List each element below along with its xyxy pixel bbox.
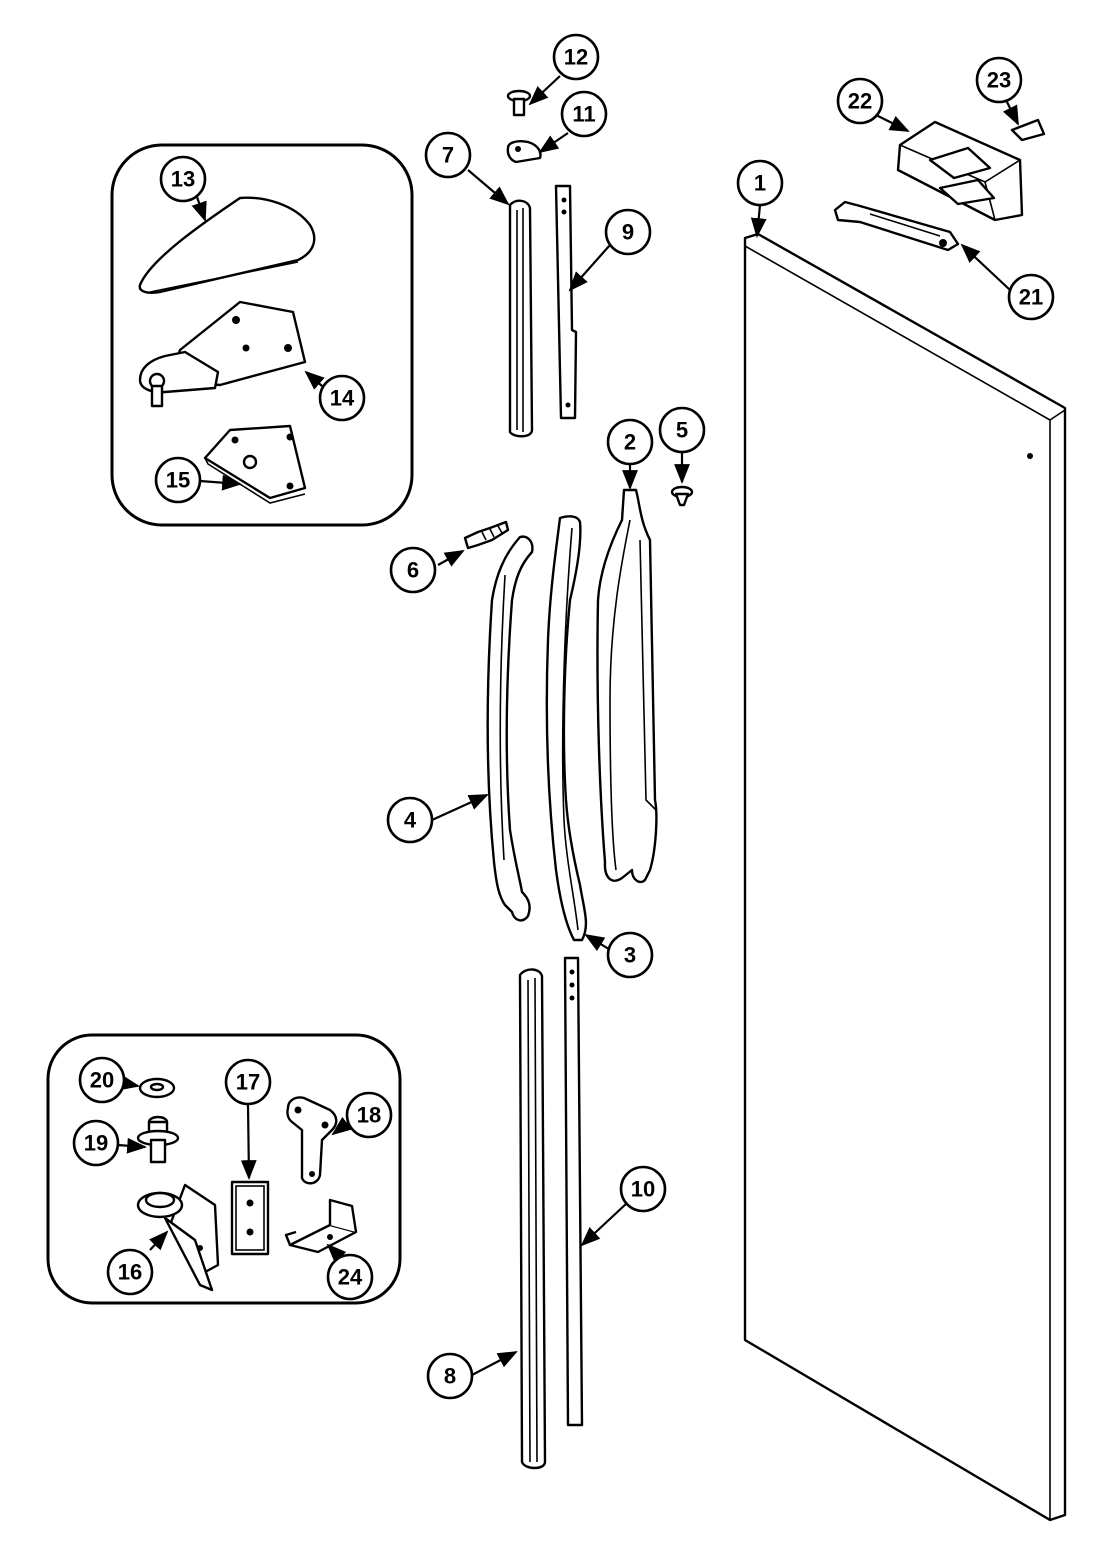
part-10-mounting-strip-lower	[563, 956, 584, 1427]
part-14-hinge-plate	[138, 300, 307, 408]
callout-13: 13	[159, 155, 207, 203]
part-23-clip	[1010, 118, 1046, 142]
callout-17-label: 17	[236, 1070, 260, 1095]
callout-18: 18	[345, 1091, 393, 1139]
part-13-hinge-cover	[138, 196, 316, 294]
callout-11: 11	[560, 90, 608, 138]
callout-18-label: 18	[357, 1103, 381, 1128]
leader-lines	[116, 75, 1019, 1376]
callout-24: 24	[326, 1253, 374, 1301]
callout-5: 5	[658, 406, 706, 454]
part-1-door-panel	[743, 232, 1067, 1522]
callout-21: 21	[1007, 273, 1055, 321]
callout-19: 19	[72, 1119, 120, 1167]
callout-10: 10	[619, 1165, 667, 1213]
callout-24-label: 24	[338, 1265, 363, 1290]
part-4-handle-side	[486, 535, 534, 922]
callout-8-label: 8	[444, 1364, 456, 1389]
callout-23-label: 23	[987, 68, 1011, 93]
part-18-bracket	[286, 1096, 338, 1185]
callout-21-label: 21	[1019, 285, 1043, 310]
callout-7-label: 7	[442, 143, 454, 168]
callout-15-label: 15	[166, 468, 190, 493]
callout-11-label: 11	[572, 102, 595, 127]
callout-14-label: 14	[330, 386, 355, 411]
callout-6: 6	[389, 546, 437, 594]
callout-1: 1	[736, 159, 784, 207]
part-19-hinge-pin	[136, 1115, 180, 1164]
callout-2: 2	[606, 418, 654, 466]
callout-17: 17	[224, 1058, 272, 1106]
part-22-door-stop	[896, 120, 1024, 222]
callout-3-label: 3	[624, 943, 636, 968]
part-17-spacer	[230, 1180, 270, 1256]
callout-3: 3	[606, 931, 654, 979]
callout-14: 14	[318, 374, 366, 422]
inset-panel-top-hinge	[110, 143, 414, 527]
callout-15: 15	[154, 456, 202, 504]
part-3-handle-gasket	[545, 515, 588, 942]
part-16-bottom-hinge	[136, 1183, 220, 1292]
part-15-hinge-shim	[203, 424, 307, 504]
part-6-screw	[463, 520, 510, 550]
callout-22-label: 22	[848, 89, 872, 114]
callout-16-label: 16	[118, 1260, 142, 1285]
callout-1-label: 1	[754, 171, 766, 196]
callout-7: 7	[424, 131, 472, 179]
callout-10-label: 10	[631, 1177, 655, 1202]
callout-6-label: 6	[407, 558, 419, 583]
part-21-latch	[833, 200, 960, 252]
callout-23: 23	[975, 56, 1023, 104]
part-5-screw	[670, 485, 694, 507]
callout-2-label: 2	[624, 430, 636, 455]
callout-12-label: 12	[564, 45, 588, 70]
part-12-screw	[506, 89, 532, 117]
callout-12: 12	[552, 33, 600, 81]
part-11-end-cap	[506, 140, 542, 164]
part-8-handle-trim-lower	[518, 968, 547, 1470]
inset-panel-bottom-hinge	[46, 1033, 402, 1305]
part-2-handle-bracket	[596, 488, 658, 884]
callout-16: 16	[106, 1248, 154, 1296]
callout-8: 8	[426, 1352, 474, 1400]
callout-4: 4	[386, 796, 434, 844]
part-9-mounting-strip-upper	[554, 184, 578, 420]
callout-9: 9	[604, 208, 652, 256]
part-24-mounting-clip	[284, 1198, 358, 1254]
callout-13-label: 13	[171, 167, 195, 192]
part-20-washer	[138, 1077, 176, 1099]
callout-22: 22	[836, 77, 884, 125]
part-7-handle-trim-upper	[508, 199, 534, 438]
callout-5-label: 5	[676, 418, 688, 443]
callout-20-label: 20	[90, 1068, 114, 1093]
callout-9-label: 9	[622, 220, 634, 245]
callout-4-label: 4	[404, 808, 417, 833]
callout-20: 20	[78, 1056, 126, 1104]
callout-19-label: 19	[84, 1131, 108, 1156]
